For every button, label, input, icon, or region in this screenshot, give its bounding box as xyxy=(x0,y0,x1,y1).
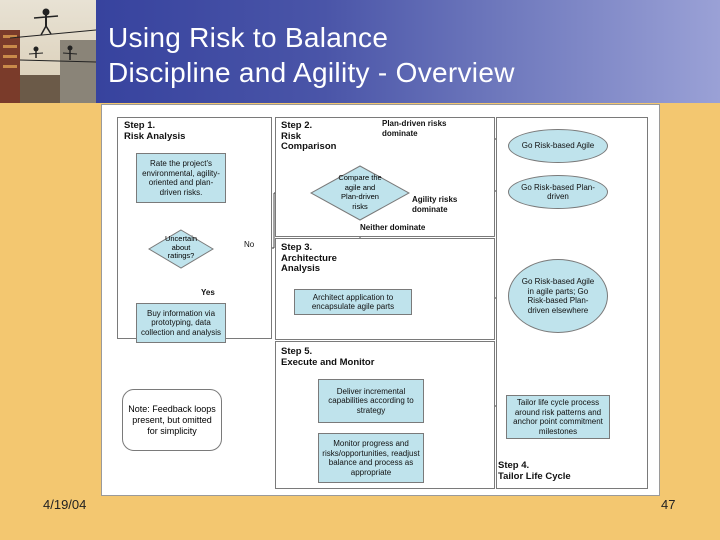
step4-title: Step 4. Tailor Life Cycle xyxy=(498,461,571,482)
slide-date: 4/19/04 xyxy=(43,497,86,512)
no-label: No xyxy=(244,240,254,250)
buy-information-box: Buy information via prototyping, data co… xyxy=(136,303,226,343)
feedback-note: Note: Feedback loops present, but omitte… xyxy=(122,389,222,451)
yes-label: Yes xyxy=(201,288,215,298)
step1-title: Step 1. Risk Analysis xyxy=(124,121,185,142)
go-plan-driven-oval: Go Risk-based Plan-driven xyxy=(508,175,608,209)
slide-page-number: 47 xyxy=(661,497,675,512)
go-agile-oval: Go Risk-based Agile xyxy=(508,129,608,163)
step3-title: Step 3. Architecture Analysis xyxy=(281,243,337,275)
architect-box: Architect application to encapsulate agi… xyxy=(294,289,412,315)
uncertain-decision: Uncertain about ratings? xyxy=(148,229,214,269)
risk-balance-diagram: Step 1. Risk Analysis Rate the project's… xyxy=(101,104,660,496)
slide-header: Using Risk to Balance Discipline and Agi… xyxy=(0,0,720,103)
monitor-box: Monitor progress and risks/opportunities… xyxy=(318,433,424,483)
tailor-lifecycle-box: Tailor life cycle process around risk pa… xyxy=(506,395,610,439)
compare-decision-label: Compare the agile and Plan-driven risks xyxy=(338,173,382,211)
plan-driven-dominate-label: Plan-driven risks dominate xyxy=(382,119,462,138)
tightrope-walker-logo xyxy=(0,0,96,103)
neither-dominate-label: Neither dominate xyxy=(360,223,425,233)
step5-title: Step 5. Execute and Monitor xyxy=(281,347,374,368)
go-mixed-oval: Go Risk-based Agile in agile parts; Go R… xyxy=(508,259,608,333)
slide-title: Using Risk to Balance Discipline and Agi… xyxy=(108,20,515,90)
title-line-2: Discipline and Agility - Overview xyxy=(108,55,515,90)
rate-risks-box: Rate the project's environmental, agilit… xyxy=(136,153,226,203)
uncertain-decision-label: Uncertain about ratings? xyxy=(160,235,202,261)
agility-dominate-label: Agility risks dominate xyxy=(412,195,472,214)
deliver-box: Deliver incremental capabilities accordi… xyxy=(318,379,424,423)
title-line-1: Using Risk to Balance xyxy=(108,20,515,55)
step2-title: Step 2. Risk Comparison xyxy=(281,121,336,153)
compare-decision: Compare the agile and Plan-driven risks xyxy=(310,165,410,221)
